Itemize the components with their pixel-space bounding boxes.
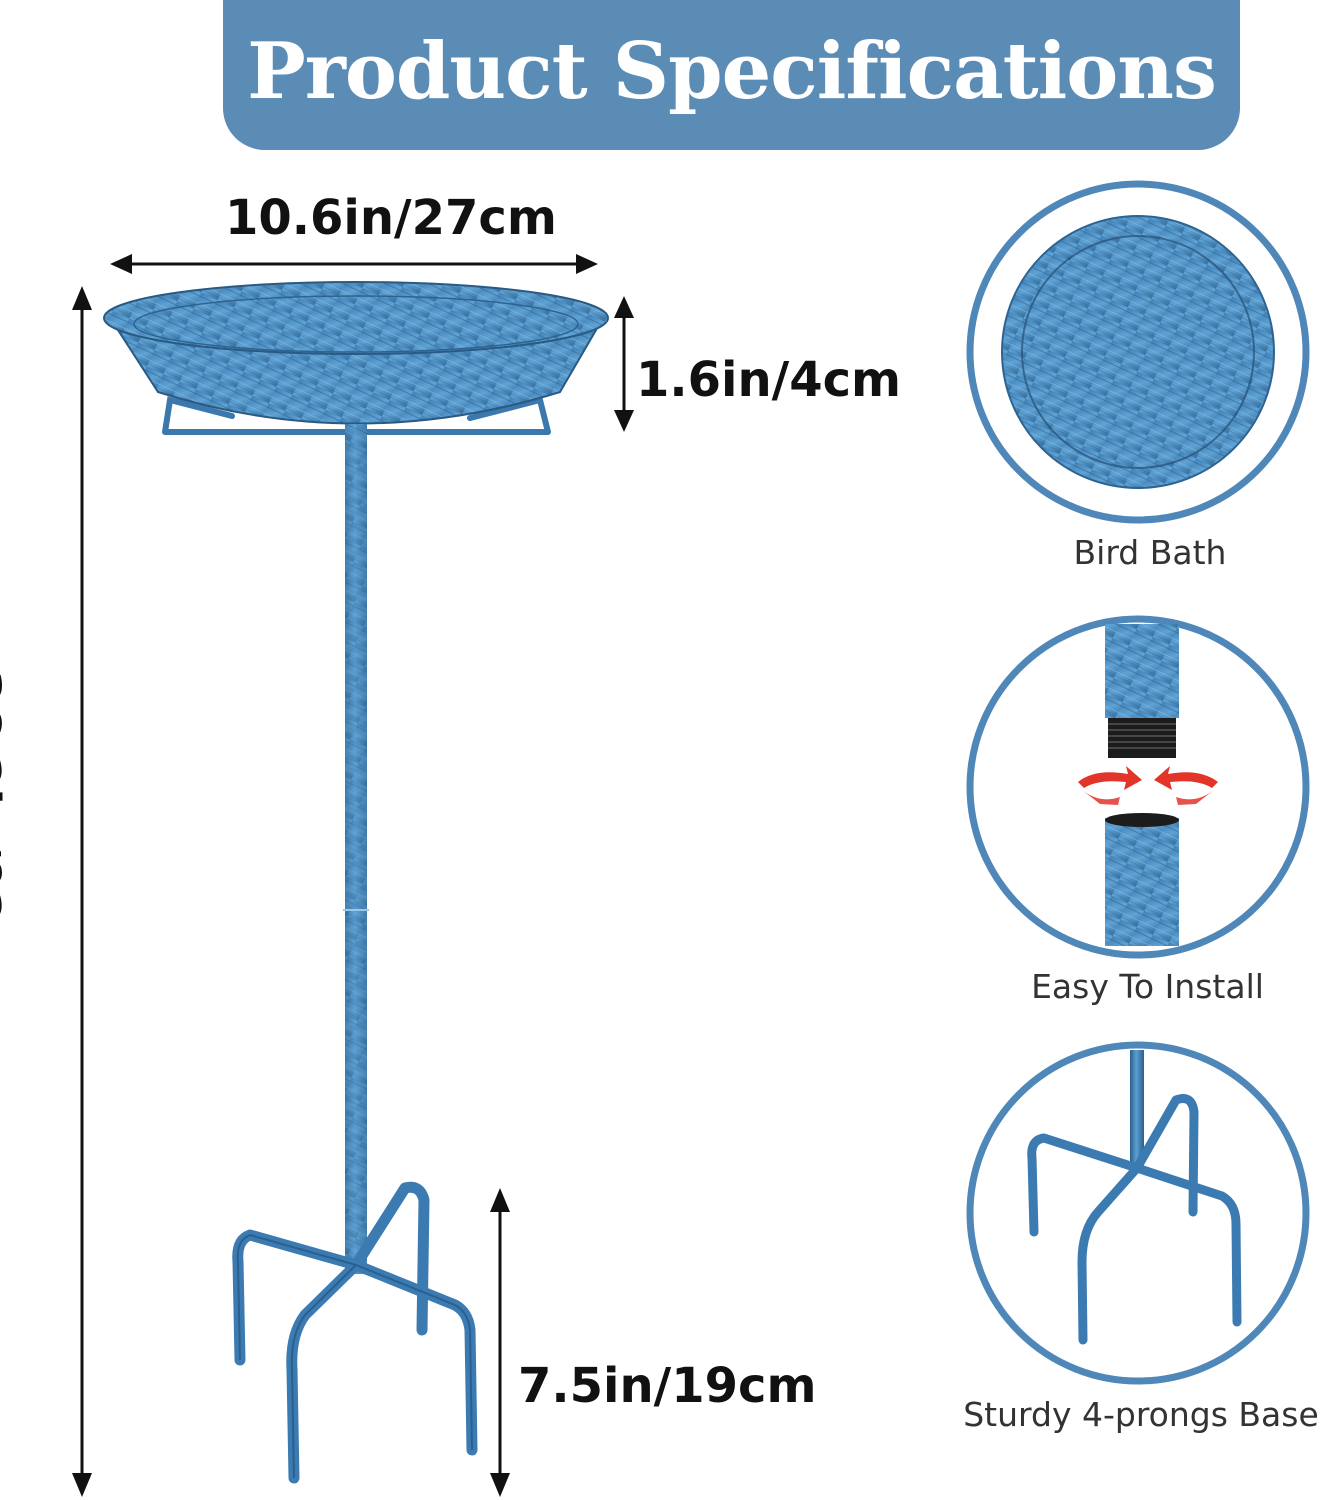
feature-caption-bird-bath: Bird Bath	[1073, 533, 1227, 572]
feature-caption-prong-base: Sturdy 4-prongs Base	[963, 1395, 1319, 1434]
width-arrow	[110, 254, 598, 274]
base-height-arrow	[490, 1188, 510, 1497]
depth-arrow	[614, 296, 634, 432]
bowl-depth-label: 1.6in/4cm	[636, 352, 902, 408]
base-height-label: 7.5in/19cm	[518, 1358, 817, 1414]
feature-circle-bird-bath	[966, 180, 1310, 524]
feature-circle-easy-install	[966, 615, 1310, 959]
width-label: 10.6in/27cm	[225, 190, 557, 246]
total-height-text: 36.2in/92cm	[0, 670, 10, 1002]
rotate-arrows-icon	[1078, 766, 1218, 805]
height-arrow	[72, 286, 92, 1497]
banner-title: Product Specifications	[247, 25, 1217, 117]
bird-bath-product	[103, 281, 609, 1484]
feature-circle-prong-base	[966, 1041, 1310, 1385]
title-banner: Product Specifications	[223, 0, 1240, 150]
total-height-label: 36.2in/92cm	[0, 670, 10, 1002]
feature-caption-easy-install: Easy To Install	[1031, 967, 1264, 1006]
